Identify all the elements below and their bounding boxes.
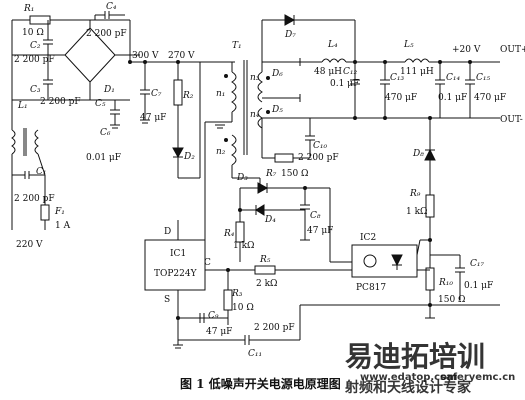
label-20v: +20 V [452, 45, 481, 55]
label-C17: C₁₇ [470, 259, 484, 269]
label-R9-val: 1 kΩ [406, 207, 428, 217]
label-T1: T₁ [232, 41, 242, 51]
label-D6: D₆ [271, 69, 283, 79]
label-C1-val: 2 200 pF [14, 194, 55, 204]
label-C6: C₆ [100, 128, 111, 138]
pin-s: S [164, 295, 170, 305]
label-C14-val: 0.1 μF [438, 93, 467, 103]
pin-c: C [204, 258, 211, 268]
label-L1: L₁ [17, 101, 28, 111]
label-R5: R₅ [259, 255, 271, 265]
pin-d: D [164, 227, 171, 237]
label-C15: C₁₅ [476, 73, 490, 83]
label-D3: D₃ [236, 173, 248, 183]
label-n4: n₄ [250, 110, 260, 120]
label-D8: D₈ [412, 149, 424, 159]
label-L4-val: 48 μH [314, 67, 342, 77]
label-R5-val: 2 kΩ [256, 279, 278, 289]
label-C7: C₇ [151, 89, 162, 99]
label-F1: F₁ [54, 207, 65, 217]
label-R1: R₁ [23, 4, 34, 14]
label-C11-val: 2 200 pF [254, 323, 295, 333]
ic1-label: IC1 [170, 249, 186, 259]
label-300v: 300 V [132, 51, 159, 61]
figure-caption: 图 1 低噪声开关电源电原理图 [180, 376, 341, 391]
label-C7-val: 47 μF [140, 113, 166, 123]
label-L5: L₅ [403, 40, 414, 50]
label-C4-val: 2 200 pF [86, 29, 127, 39]
label-C8: C₈ [310, 211, 321, 221]
label-D2: D₂ [183, 152, 195, 162]
label-D7: D₇ [284, 30, 296, 40]
label-out-minus: OUT- [500, 115, 523, 125]
ic1-part: TOP224Y [154, 269, 198, 279]
watermark-url2: saferyemc.cn [440, 372, 515, 383]
label-220v: 220 V [16, 240, 43, 250]
label-L4: L₄ [327, 40, 338, 50]
label-C9-val: 47 μF [206, 327, 232, 337]
label-R4-val: 1 kΩ [233, 241, 255, 251]
label-C3-val: 2 200 pF [40, 97, 81, 107]
ic2-part: PC817 [356, 283, 386, 293]
label-n2: n₂ [216, 147, 226, 157]
label-R10-val: 150 Ω [438, 295, 466, 305]
label-R7-val: 150 Ω [281, 169, 309, 179]
label-C13-val: 470 μF [385, 93, 417, 103]
label-270v: 270 V [168, 51, 195, 61]
label-D4: D₄ [264, 215, 276, 225]
label-C8-val: 47 μF [307, 226, 333, 236]
label-C15-val: 470 μF [474, 93, 506, 103]
label-R7: R₇ [265, 169, 277, 179]
label-C10-val: 2 200 pF [298, 153, 339, 163]
label-F1-val: 1 A [55, 221, 71, 231]
label-C1: C₁ [36, 167, 47, 177]
label-D1: D₁ [103, 85, 115, 95]
label-C12: C₁₂ [343, 67, 357, 77]
ic2-label: IC2 [360, 233, 376, 243]
label-R1-val: 10 Ω [22, 28, 44, 38]
label-C4: C₄ [106, 2, 117, 12]
label-n1: n₁ [216, 89, 225, 99]
label-C2-val: 2 200 pF [14, 55, 55, 65]
label-C5: C₅ [95, 99, 106, 109]
label-C17-val: 0.1 μF [464, 281, 493, 291]
label-C2: C₂ [30, 41, 41, 51]
label-R3-val: 10 Ω [232, 303, 254, 313]
schematic-wires [11, 11, 500, 349]
label-C12-val: 0.1 μF [330, 79, 359, 89]
label-C13: C₁₃ [390, 73, 404, 83]
label-R4: R₄ [223, 229, 235, 239]
label-n3: n₃ [250, 73, 260, 83]
watermark-title: 易迪拓培训 [345, 340, 485, 373]
label-C11: C₁₁ [248, 349, 262, 359]
label-C3: C₃ [30, 85, 41, 95]
label-C9: C₉ [208, 311, 219, 321]
junction-dots [128, 60, 472, 320]
label-R2: R₂ [182, 91, 194, 101]
watermark-sub: 射频和天线设计专家 [344, 379, 472, 396]
watermark-logo: 易迪拓培训 射频和天线设计专家 www.edatop.com saferyemc… [344, 340, 515, 396]
label-L5-val: 111 μH [400, 67, 434, 77]
label-C10: C₁₀ [313, 141, 327, 151]
label-out-plus: OUT+ [500, 45, 525, 55]
label-R9: R₉ [409, 189, 421, 199]
label-R10: R₁₀ [438, 278, 453, 288]
label-R3: R₃ [231, 289, 243, 299]
watermark-url: www.edatop.com [360, 372, 457, 383]
label-C6-val: 0.01 μF [86, 153, 121, 163]
label-D5: D₅ [271, 105, 283, 115]
label-C14: C₁₄ [446, 73, 460, 83]
